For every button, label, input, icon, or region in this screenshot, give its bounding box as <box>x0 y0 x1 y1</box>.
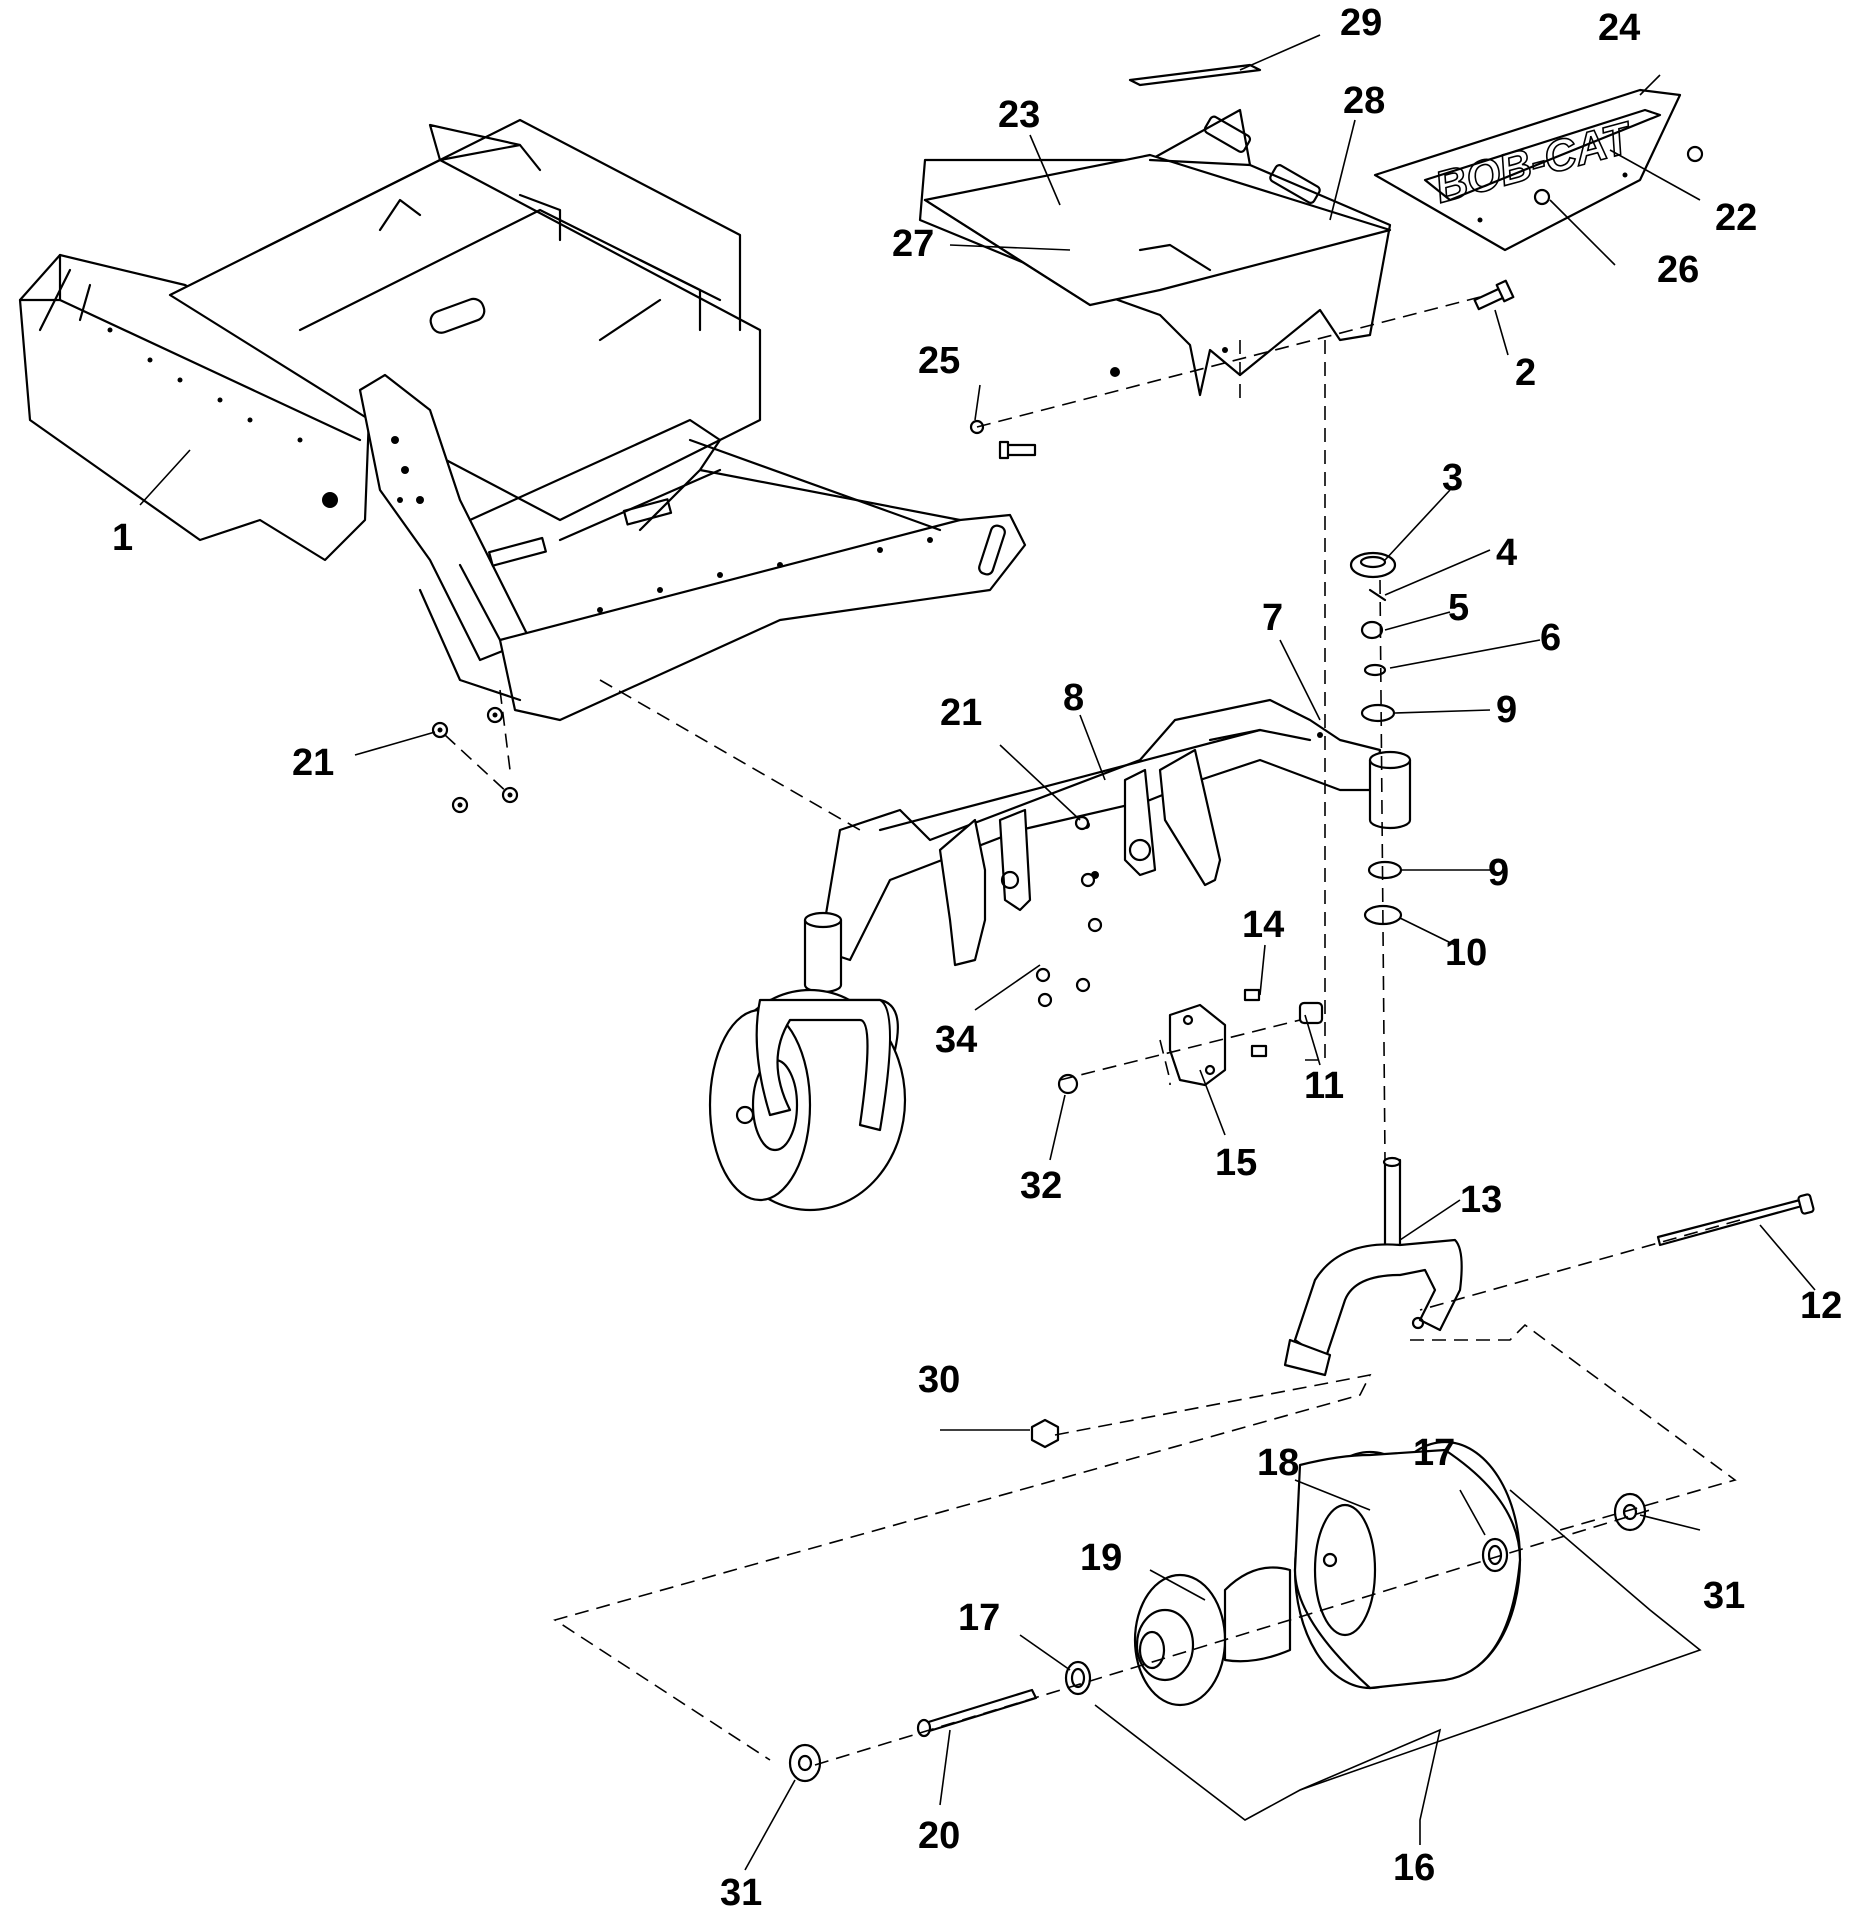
left-caster-wheel <box>708 988 907 1212</box>
callout-6: 6 <box>1540 617 1561 659</box>
callout-32: 32 <box>1020 1165 1062 1207</box>
caster-fork <box>1283 1156 1815 1377</box>
callout-16: 16 <box>1393 1847 1435 1889</box>
callout-2: 2 <box>1515 352 1536 394</box>
floor-pan <box>918 63 1392 397</box>
callout-21-right: 21 <box>940 692 982 734</box>
leader-lines <box>139 34 1816 1871</box>
exploded-caster-wheel <box>788 1440 1647 1783</box>
callout-18: 18 <box>1257 1442 1299 1484</box>
callout-19: 19 <box>1080 1537 1122 1579</box>
callout-17-right: 17 <box>1413 1432 1455 1474</box>
brand-plate: BOB-CAT <box>1373 88 1704 252</box>
callout-26: 26 <box>1657 249 1699 291</box>
callout-10: 10 <box>1445 932 1487 974</box>
callout-8: 8 <box>1063 677 1084 719</box>
callout-22: 22 <box>1715 197 1757 239</box>
callout-9-lower: 9 <box>1488 852 1509 894</box>
pivot-hardware-stack <box>1349 551 1403 926</box>
front-axle-beam <box>803 698 1412 994</box>
callout-3: 3 <box>1442 457 1463 499</box>
callout-34: 34 <box>935 1019 977 1061</box>
callout-labels: 1 2 3 4 5 6 7 8 9 9 10 11 12 13 14 15 16… <box>112 2 1842 1914</box>
callout-21-left: 21 <box>292 742 334 784</box>
callout-24: 24 <box>1598 7 1640 49</box>
callout-14: 14 <box>1242 904 1284 946</box>
callout-9-upper: 9 <box>1496 689 1517 731</box>
callout-27: 27 <box>892 223 934 265</box>
callout-15: 15 <box>1215 1142 1257 1184</box>
main-frame <box>18 118 1027 722</box>
callout-13: 13 <box>1460 1179 1502 1221</box>
callout-28: 28 <box>1343 80 1385 122</box>
callout-5: 5 <box>1448 587 1469 629</box>
callout-29: 29 <box>1340 2 1382 44</box>
callout-31-left: 31 <box>720 1872 762 1914</box>
callout-25: 25 <box>918 340 960 382</box>
callout-20: 20 <box>918 1815 960 1857</box>
callout-30: 30 <box>918 1359 960 1401</box>
callout-7: 7 <box>1262 597 1283 639</box>
callout-17-left: 17 <box>958 1597 1000 1639</box>
callout-31-right: 31 <box>1703 1575 1745 1617</box>
nut-30 <box>1030 1418 1060 1449</box>
callout-11: 11 <box>1304 1065 1344 1107</box>
callout-1: 1 <box>112 517 133 559</box>
callout-23: 23 <box>998 94 1040 136</box>
callout-4: 4 <box>1496 532 1517 574</box>
bolt-2 <box>1473 279 1515 311</box>
assembly-lines <box>444 296 1741 1766</box>
callout-12: 12 <box>1800 1285 1842 1327</box>
